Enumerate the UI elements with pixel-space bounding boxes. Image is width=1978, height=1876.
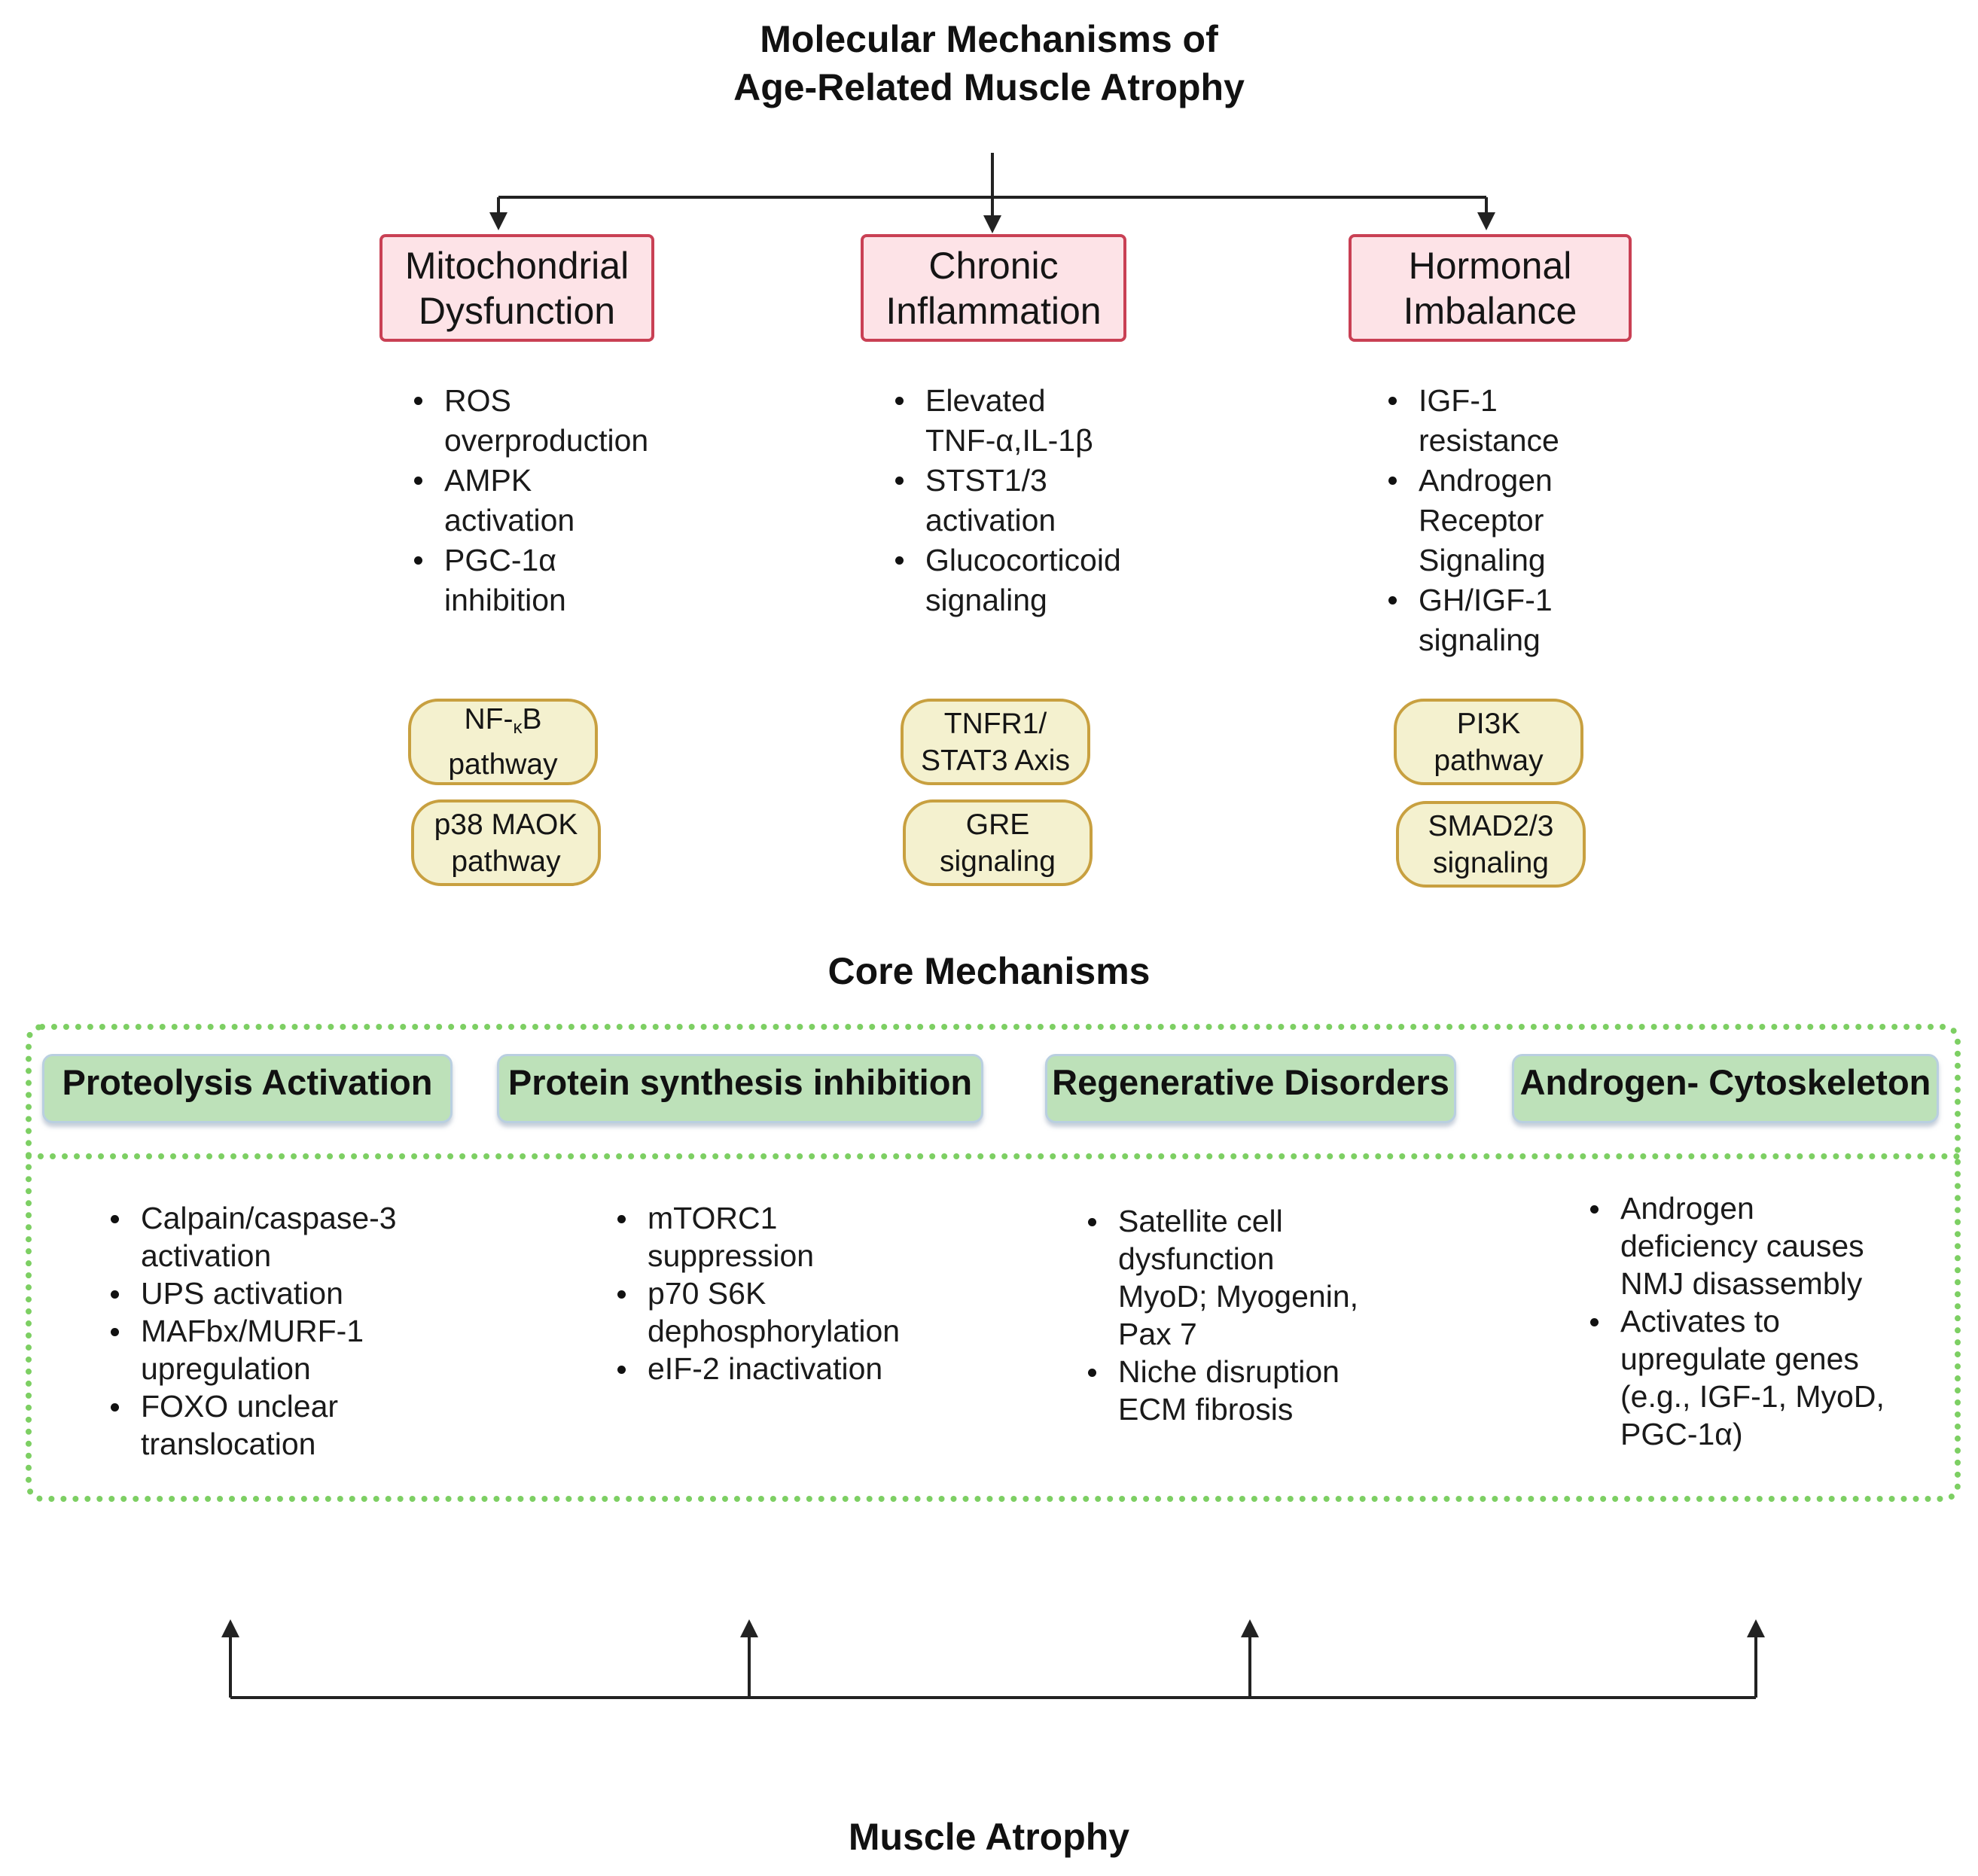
category-label: Hormonal Imbalance [1403,244,1577,332]
category-box-mitochondrial: Mitochondrial Dysfunction [379,234,654,342]
bullet-list-inflammation: Elevated TNF-α,IL-1β STST1/3 activation … [889,381,1205,620]
pathway-pill-smad: SMAD2/3 signaling [1396,801,1586,888]
list-item: PGC-1α inhibition [408,541,724,620]
list-item: Glucocorticoid signaling [889,541,1205,620]
core-list-proteolysis: Calpain/caspase-3 activation UPS activat… [105,1199,466,1463]
pathway-text: TNFR1/ STAT3 Axis [921,707,1070,777]
core-header-label: Androgen- Cytoskeleton [1519,1061,1931,1102]
pathway-text: PI3K pathway [1434,707,1544,777]
core-list-regenerative: Satellite cell dysfunction MyoD; Myogeni… [1082,1202,1458,1428]
pathway-pill-nfkb: NF-κB pathway [408,699,598,785]
core-header-label: Protein synthesis inhibition [507,1061,973,1102]
diagram-title-line2: Age-Related Muscle Atrophy [733,66,1245,108]
pathway-text: SMAD2/3 signaling [1428,809,1554,879]
core-mechanisms-frame [26,1024,1961,1502]
bullet-list-hormonal: IGF-1 resistance Androgen Receptor Signa… [1382,381,1699,660]
list-item: Androgen deficiency causes NMJ disassemb… [1584,1189,1946,1302]
pathway-text: p38 MAOK pathway [434,808,578,878]
pathway-pill-pi3k: PI3K pathway [1394,699,1583,785]
list-item: Elevated TNF-α,IL-1β [889,381,1205,461]
list-item: STST1/3 activation [889,461,1205,541]
category-box-inflammation: Chronic Inflammation [861,234,1126,342]
pathway-pill-tnfr1: TNFR1/ STAT3 Axis [901,699,1090,785]
core-header-label: Regenerative Disorders [1052,1061,1449,1102]
category-label: Mitochondrial Dysfunction [404,244,629,332]
list-item: Activates to upregulate genes (e.g., IGF… [1584,1302,1946,1453]
list-item: Niche disruption ECM fibrosis [1082,1353,1458,1428]
list-item: mTORC1 suppression [611,1199,1003,1275]
bullet-list-mitochondrial: ROS overproduction AMPK activation PGC-1… [408,381,724,620]
list-item: FOXO unclear translocation [105,1387,466,1463]
pathway-pill-gre: GRE signaling [903,799,1093,886]
list-item: Calpain/caspase-3 activation [105,1199,466,1275]
diagram-title-line1: Molecular Mechanisms of [760,18,1218,60]
list-item: UPS activation [105,1275,466,1312]
muscle-atrophy-label: Muscle Atrophy [848,1816,1130,1858]
core-list-androgen: Androgen deficiency causes NMJ disassemb… [1584,1189,1946,1453]
category-label: Chronic Inflammation [885,244,1102,332]
list-item: IGF-1 resistance [1382,381,1699,461]
list-item: Androgen Receptor Signaling [1382,461,1699,580]
pathway-text: NF- [464,703,514,735]
pathway-text-after: B pathway [448,703,558,781]
core-header-label: Proteolysis Activation [62,1061,433,1102]
diagram-title: Molecular Mechanisms of Age-Related Musc… [0,15,1978,111]
category-box-hormonal: Hormonal Imbalance [1349,234,1632,342]
core-header-protein-synthesis: Protein synthesis inhibition [497,1054,983,1123]
core-header-regenerative: Regenerative Disorders [1045,1054,1456,1123]
pathway-pill-p38: p38 MAOK pathway [411,799,601,886]
core-mechanisms-divider [26,1153,1961,1159]
core-header-androgen: Androgen- Cytoskeleton [1512,1054,1939,1123]
list-item: eIF-2 inactivation [611,1350,1003,1387]
list-item: Satellite cell dysfunction MyoD; Myogeni… [1082,1202,1458,1353]
list-item: MAFbx/MURF-1 upregulation [105,1312,466,1387]
list-item: p70 S6K dephosphorylation [611,1275,1003,1350]
pathway-subscript: κ [513,717,523,738]
pathway-text: GRE signaling [940,808,1056,878]
core-list-protein-synthesis: mTORC1 suppression p70 S6K dephosphoryla… [611,1199,1003,1387]
list-item: ROS overproduction [408,381,724,461]
list-item: AMPK activation [408,461,724,541]
list-item: GH/IGF-1 signaling [1382,580,1699,660]
core-mechanisms-title: Core Mechanisms [827,950,1151,992]
core-header-proteolysis: Proteolysis Activation [42,1054,453,1123]
